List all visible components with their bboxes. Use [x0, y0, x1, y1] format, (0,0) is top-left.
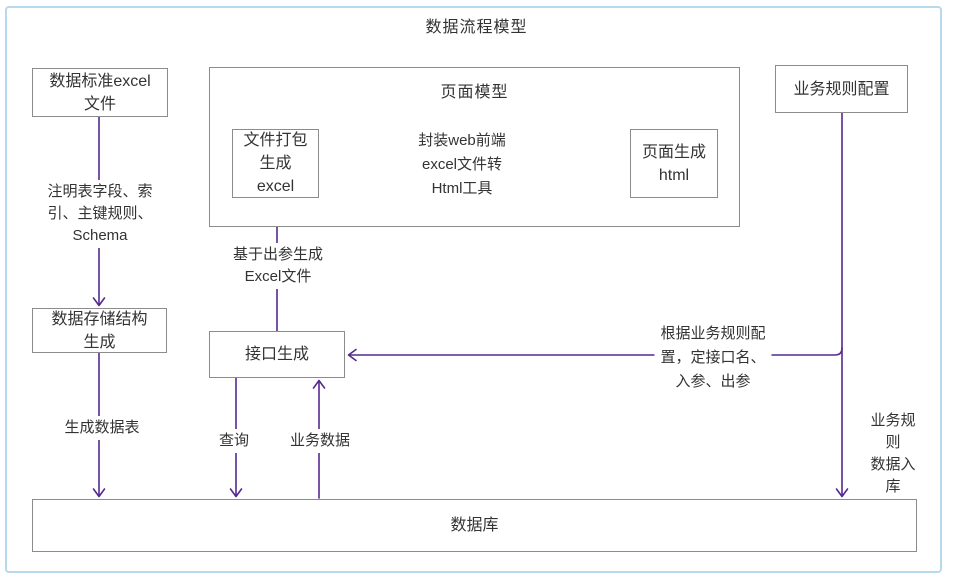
diagram-title: 数据流程模型 [425, 19, 528, 36]
node-data-storage-structure: 数据存储结构 生成 [32, 308, 167, 353]
label-table-fields-rules: 注明表字段、索 引、主键规则、 Schema [41, 180, 159, 248]
label-business-data: 业务数据 [283, 429, 357, 453]
label-query: 查询 [212, 429, 256, 453]
node-database: 数据库 [32, 499, 917, 552]
diagram-outer-frame [5, 6, 942, 573]
page-model-label: 页面模型 [440, 84, 509, 101]
node-page-generate-html: 页面生成 html [630, 129, 718, 198]
label-business-rule-into-db: 业务规则 数据入库 [863, 409, 923, 499]
node-data-standard-excel-file: 数据标准excel 文件 [32, 68, 168, 117]
node-interface-generate: 接口生成 [209, 331, 345, 378]
label-generate-data-table: 生成数据表 [58, 416, 146, 440]
node-file-package-generate-excel: 文件打包 生成 excel [232, 129, 319, 198]
node-business-rule-config: 业务规则配置 [775, 65, 908, 113]
label-excel-from-output-params: 基于出参生成 Excel文件 [226, 243, 330, 289]
label-rule-defines-interface: 根据业务规则配 置，定接口名、 入参、出参 [654, 321, 772, 395]
label-web-excel-to-html-tool: 封装web前端 excel文件转 Html工具 [412, 128, 512, 202]
